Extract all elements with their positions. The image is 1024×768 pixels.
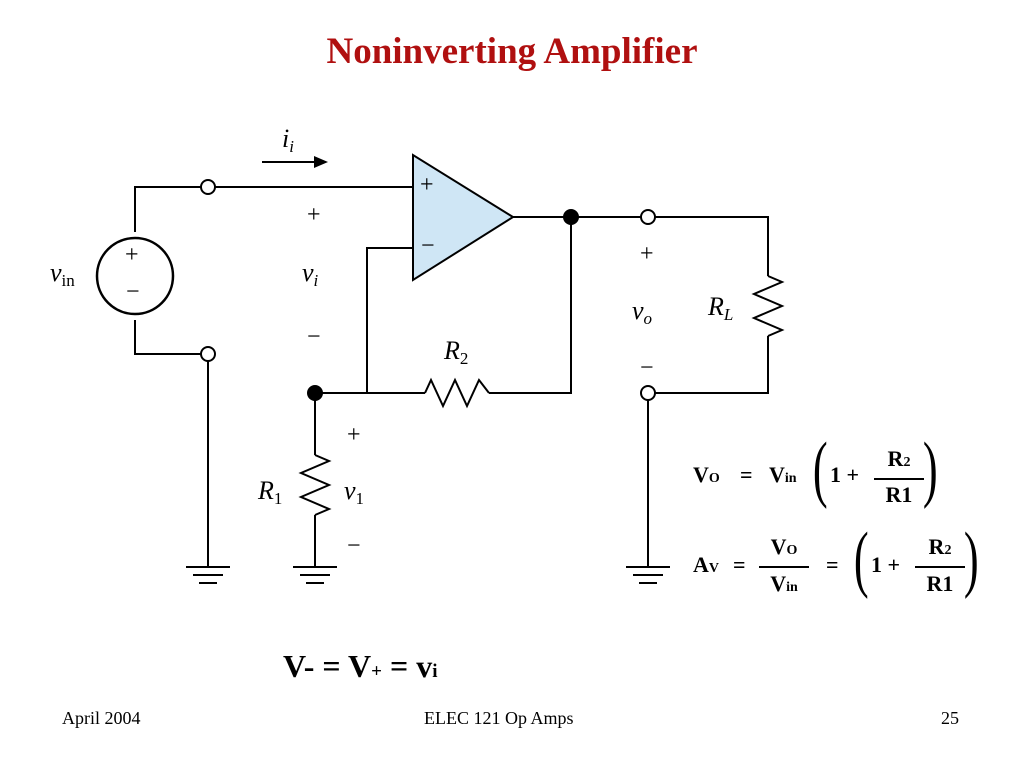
source-minus-sign: − <box>126 279 140 305</box>
eq1-equals: = <box>740 462 753 487</box>
source-bottom-wire <box>134 320 202 355</box>
vi-minus-sign: − <box>307 324 321 350</box>
r2-resistor <box>424 377 490 409</box>
opamp-plus-sign: + <box>420 172 434 198</box>
input-terminal-bottom <box>200 346 216 362</box>
output-terminal-bottom <box>640 385 656 401</box>
output-node <box>563 209 579 225</box>
eq1-numerator: R2 <box>887 446 911 471</box>
r1-resistor <box>298 454 332 516</box>
eq1-fraction-bar <box>874 478 924 480</box>
vi-plus-sign: + <box>307 202 321 228</box>
eq1-right-paren: ) <box>922 428 938 510</box>
current-label: ii <box>282 124 294 156</box>
voltage-source <box>95 236 175 316</box>
vi-label: vi <box>302 258 319 290</box>
rl-label: RL <box>708 292 734 324</box>
v1-minus-sign: − <box>347 533 361 559</box>
eq2-numerator-r2: R2 <box>928 534 952 559</box>
eq2-fraction-bar-2 <box>915 566 965 568</box>
eq1-denominator: R1 <box>885 482 913 507</box>
slide-title: Noninverting Amplifier <box>326 31 698 72</box>
eq2-equals: = <box>733 552 746 577</box>
virtual-short-equation: V- = V+ = vi <box>283 648 438 684</box>
eq2-av: AV <box>693 552 720 577</box>
eq2-denominator-r1: R1 <box>926 571 954 596</box>
eq2-denominator-vin: Vin <box>770 571 798 596</box>
vo-label: vo <box>632 296 653 328</box>
opamp-minus-sign: − <box>421 233 435 259</box>
eq1-left-paren: ( <box>812 428 828 510</box>
load-bottom-wire <box>655 336 769 394</box>
eq2-right-paren: ) <box>963 518 979 600</box>
feedback-wire <box>489 217 572 394</box>
ground-symbol-middle <box>293 566 337 584</box>
source-plus-sign: + <box>125 242 139 268</box>
ground-symbol-right <box>626 566 670 584</box>
rl-resistor <box>751 275 785 337</box>
op-amp <box>412 153 515 282</box>
eq1-vo: VO <box>693 462 720 487</box>
eq2-numerator-vo: VO <box>770 534 798 559</box>
r2-label: R2 <box>444 336 469 368</box>
inverting-input-wire <box>366 247 413 393</box>
source-label: vin <box>50 258 75 290</box>
output-terminal-top <box>640 209 656 225</box>
eq2-equals-2: = <box>826 552 839 577</box>
eq1-vin: Vin <box>769 462 797 487</box>
footer-page-number: 25 <box>941 708 959 728</box>
footer-date: April 2004 <box>62 708 141 728</box>
load-top-wire <box>655 216 769 276</box>
v1-label: v1 <box>344 476 365 508</box>
vo-plus-sign: + <box>640 241 654 267</box>
v1-plus-sign: + <box>347 422 361 448</box>
eq2-left-paren: ( <box>853 518 869 600</box>
vo-minus-sign: − <box>640 355 654 381</box>
eq2-fraction-bar-1 <box>759 566 809 568</box>
input-terminal-top <box>200 179 216 195</box>
ground-symbol-left <box>186 566 230 584</box>
eq2-one-plus: 1 + <box>871 552 901 577</box>
eq1-one-plus: 1 + <box>830 462 860 487</box>
r1-label: R1 <box>258 476 283 508</box>
source-top-wire <box>134 186 202 232</box>
footer-course: ELEC 121 Op Amps <box>424 708 574 728</box>
